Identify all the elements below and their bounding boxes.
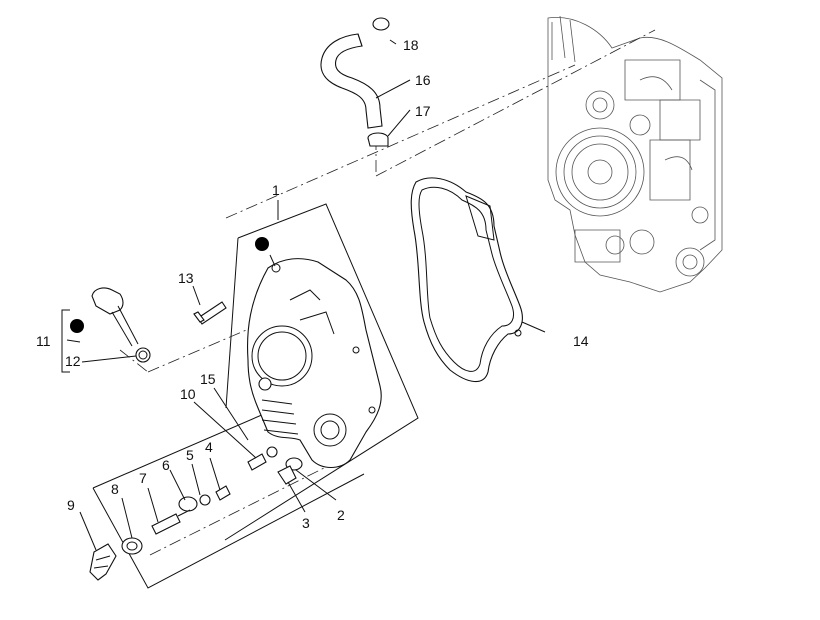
callout-16: 16 <box>415 72 431 88</box>
hose-assembly <box>320 17 390 147</box>
assembly-axes <box>119 29 656 556</box>
gasket <box>410 177 523 383</box>
callout-4: 4 <box>205 439 213 455</box>
callout-17: 17 <box>415 103 431 119</box>
engine-block <box>547 15 723 293</box>
bolt <box>193 301 227 325</box>
callout-6: 6 <box>162 457 170 473</box>
callout-3: 3 <box>302 515 310 531</box>
marker-dot-cover <box>255 237 269 251</box>
callout-9: 9 <box>67 497 75 513</box>
callout-10: 10 <box>180 386 196 402</box>
callout-14: 14 <box>573 333 589 349</box>
cover-housing <box>247 258 382 469</box>
dot-markers <box>70 237 269 333</box>
filler-cap <box>91 287 151 363</box>
callout-13: 13 <box>178 270 194 286</box>
callout-18: 18 <box>403 37 419 53</box>
callout-11: 11 <box>36 333 51 349</box>
group-brackets <box>61 200 419 589</box>
callout-15: 15 <box>200 371 216 387</box>
pump-parts <box>89 446 303 581</box>
leader-lines <box>66 39 546 551</box>
callout-2: 2 <box>337 507 345 523</box>
callout-1: 1 <box>272 182 280 198</box>
callout-5: 5 <box>186 447 194 463</box>
marker-dot-cap <box>70 319 84 333</box>
callout-12: 12 <box>65 353 81 369</box>
callout-7: 7 <box>139 470 147 486</box>
callout-8: 8 <box>111 481 119 497</box>
callout-labels: 1 2 3 4 5 6 7 8 9 10 11 12 13 14 15 16 1… <box>36 37 589 531</box>
